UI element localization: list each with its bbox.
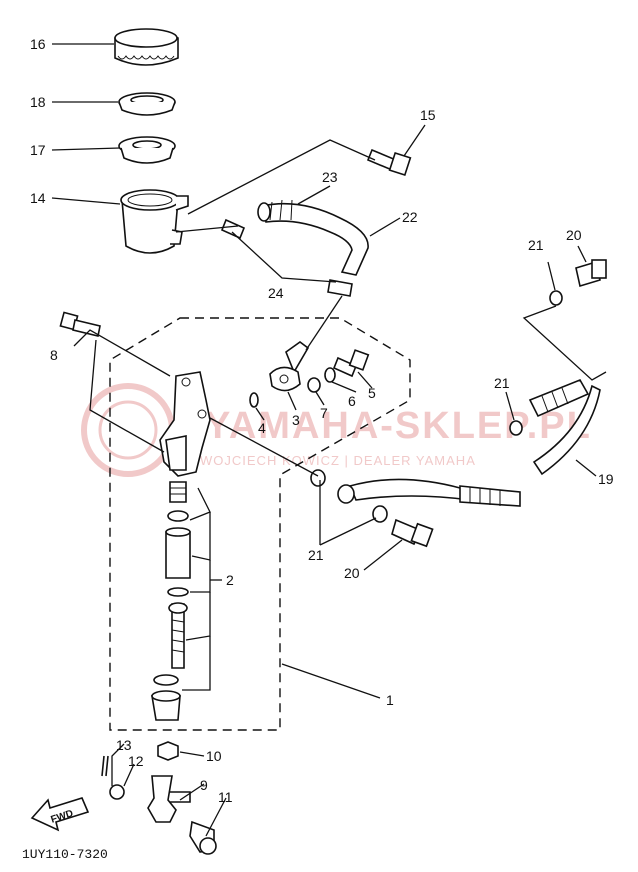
label-8: 8 <box>50 347 58 363</box>
part-labels: 16 18 17 14 15 23 22 24 8 3 4 7 6 5 2 1 … <box>30 36 614 805</box>
label-14: 14 <box>30 190 46 206</box>
watermark: YAMAHA-SKLEP.PL WOJCIECH KOWICZ | DEALER… <box>81 383 592 477</box>
label-1: 1 <box>386 692 394 708</box>
label-21-right: 21 <box>494 375 510 391</box>
reservoir-tank <box>120 189 189 254</box>
watermark-text: YAMAHA-SKLEP.PL <box>205 405 592 447</box>
cotter-pin <box>101 755 109 777</box>
diaphragm <box>118 92 176 116</box>
reservoir-hose <box>257 199 369 276</box>
copper-washer-upper <box>549 290 563 306</box>
label-20-upper: 20 <box>566 227 582 243</box>
label-5: 5 <box>368 385 376 401</box>
label-21-upper: 21 <box>528 237 544 253</box>
label-20-lower: 20 <box>344 565 360 581</box>
label-4: 4 <box>258 420 266 436</box>
label-12: 12 <box>128 753 144 769</box>
leader-lines <box>51 43 607 837</box>
fwd-arrow: FWD <box>30 797 90 832</box>
locknut <box>157 741 179 761</box>
hose-clip-lower <box>327 279 353 297</box>
label-24: 24 <box>268 285 284 301</box>
union-bolt-lower <box>391 518 434 548</box>
watermark-logo <box>81 383 175 477</box>
label-19: 19 <box>598 471 614 487</box>
label-18: 18 <box>30 94 46 110</box>
label-7: 7 <box>320 405 328 421</box>
bolt-15 <box>366 148 412 177</box>
hose-joint <box>269 341 310 392</box>
washer-7 <box>307 377 321 393</box>
label-22: 22 <box>402 209 418 225</box>
o-ring <box>249 392 259 408</box>
union-bolt-upper <box>575 259 607 288</box>
label-9: 9 <box>200 777 208 793</box>
label-6: 6 <box>348 393 356 409</box>
clevis-pin <box>189 820 217 855</box>
label-13: 13 <box>116 737 132 753</box>
master-cylinder-body <box>159 371 211 477</box>
copper-washer-right <box>509 420 523 436</box>
watermark-subtext: WOJCIECH KOWICZ | DEALER YAMAHA <box>200 453 476 468</box>
piston-kit <box>151 481 191 721</box>
diaphragm-plate <box>118 136 176 164</box>
label-11: 11 <box>218 789 233 805</box>
label-17: 17 <box>30 142 46 158</box>
screw-5 <box>332 349 370 378</box>
hose-clip-upper <box>220 218 246 240</box>
label-15: 15 <box>420 107 436 123</box>
copper-washer-left <box>310 469 326 487</box>
label-16: 16 <box>30 36 46 52</box>
label-21-left: 21 <box>308 547 324 563</box>
diagram-code: 1UY110-7320 <box>22 847 108 862</box>
label-23: 23 <box>322 169 338 185</box>
label-3: 3 <box>292 412 300 428</box>
label-10: 10 <box>206 748 222 764</box>
label-2: 2 <box>226 572 234 588</box>
spring-washer <box>324 367 336 383</box>
assembly-outline <box>109 317 411 731</box>
copper-washer-lower <box>372 505 388 523</box>
brake-hose <box>337 378 601 507</box>
washer-12 <box>109 784 125 800</box>
push-rod-end <box>147 775 191 823</box>
reservoir-cap <box>114 28 179 66</box>
